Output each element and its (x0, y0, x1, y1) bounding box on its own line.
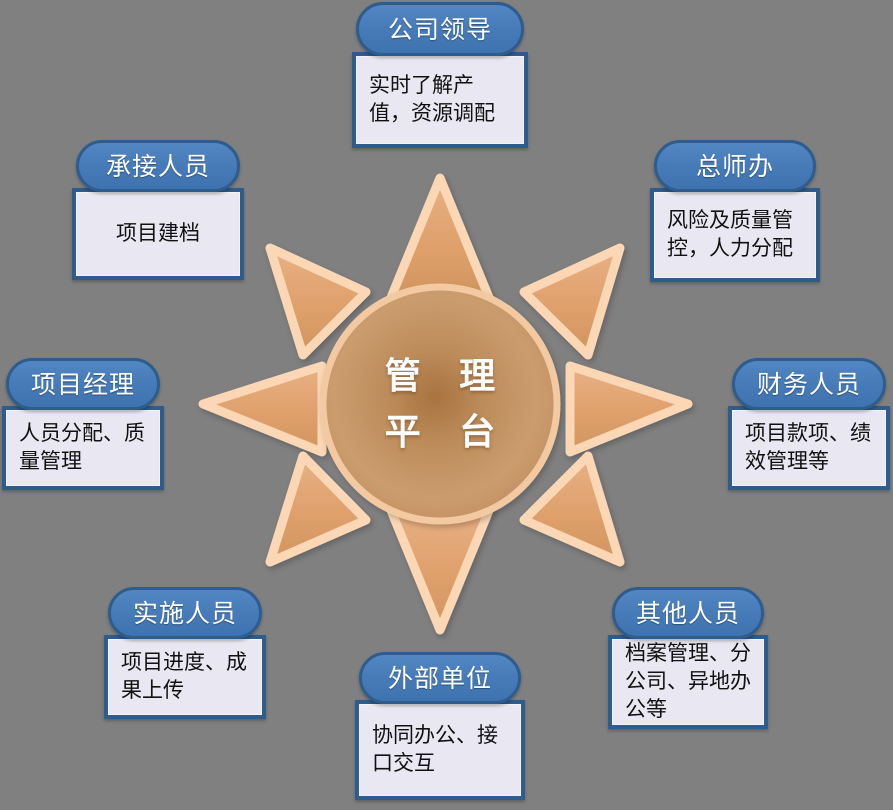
node-other-personnel[interactable]: 其他人员 档案管理、分公司、异地办公等 (608, 587, 768, 729)
ray-southwest (265, 451, 371, 567)
ray-east (565, 361, 693, 457)
sun-rays (198, 173, 693, 635)
center-disc (319, 283, 561, 525)
node-finance[interactable]: 财务人员 项目款项、绩效管理等 (728, 358, 890, 490)
node-company-leader[interactable]: 公司领导 实时了解产值，资源调配 (352, 2, 528, 148)
node-project-manager-title[interactable]: 项目经理 (6, 358, 160, 410)
center-label-line-2: 平 台 (384, 411, 509, 453)
ray-northeast (519, 243, 625, 360)
node-chief-office-description: 风险及质量管控，人力分配 (650, 188, 820, 282)
ray-south (385, 503, 495, 635)
node-company-leader-title[interactable]: 公司领导 (356, 2, 524, 56)
center-platform-label: 管 理 平 台 (352, 340, 528, 470)
center-label-line-1: 管 理 (384, 355, 509, 398)
node-project-manager[interactable]: 项目经理 人员分配、质量管理 (2, 358, 164, 490)
node-other-personnel-description: 档案管理、分公司、异地办公等 (608, 635, 768, 729)
node-implementer-description: 项目进度、成果上传 (104, 635, 266, 719)
ray-northwest (265, 243, 371, 360)
node-undertaker[interactable]: 承接人员 项目建档 (72, 140, 244, 280)
node-company-leader-description: 实时了解产值，资源调配 (352, 52, 528, 148)
node-implementer[interactable]: 实施人员 项目进度、成果上传 (104, 587, 266, 719)
ray-west (198, 361, 327, 457)
node-chief-office[interactable]: 总师办 风险及质量管控，人力分配 (650, 140, 820, 282)
node-implementer-title[interactable]: 实施人员 (108, 587, 262, 639)
node-finance-title[interactable]: 财务人员 (732, 358, 886, 410)
node-project-manager-description: 人员分配、质量管理 (2, 406, 164, 490)
node-external-unit[interactable]: 外部单位 协同办公、接口交互 (355, 652, 525, 800)
node-external-unit-description: 协同办公、接口交互 (355, 700, 525, 800)
node-undertaker-title[interactable]: 承接人员 (76, 140, 240, 192)
ray-north (385, 173, 495, 305)
ray-southeast (519, 451, 625, 567)
node-external-unit-title[interactable]: 外部单位 (359, 652, 521, 704)
node-chief-office-title[interactable]: 总师办 (654, 140, 816, 192)
node-undertaker-description: 项目建档 (72, 188, 244, 280)
node-finance-description: 项目款项、绩效管理等 (728, 406, 890, 490)
node-other-personnel-title[interactable]: 其他人员 (612, 587, 764, 639)
